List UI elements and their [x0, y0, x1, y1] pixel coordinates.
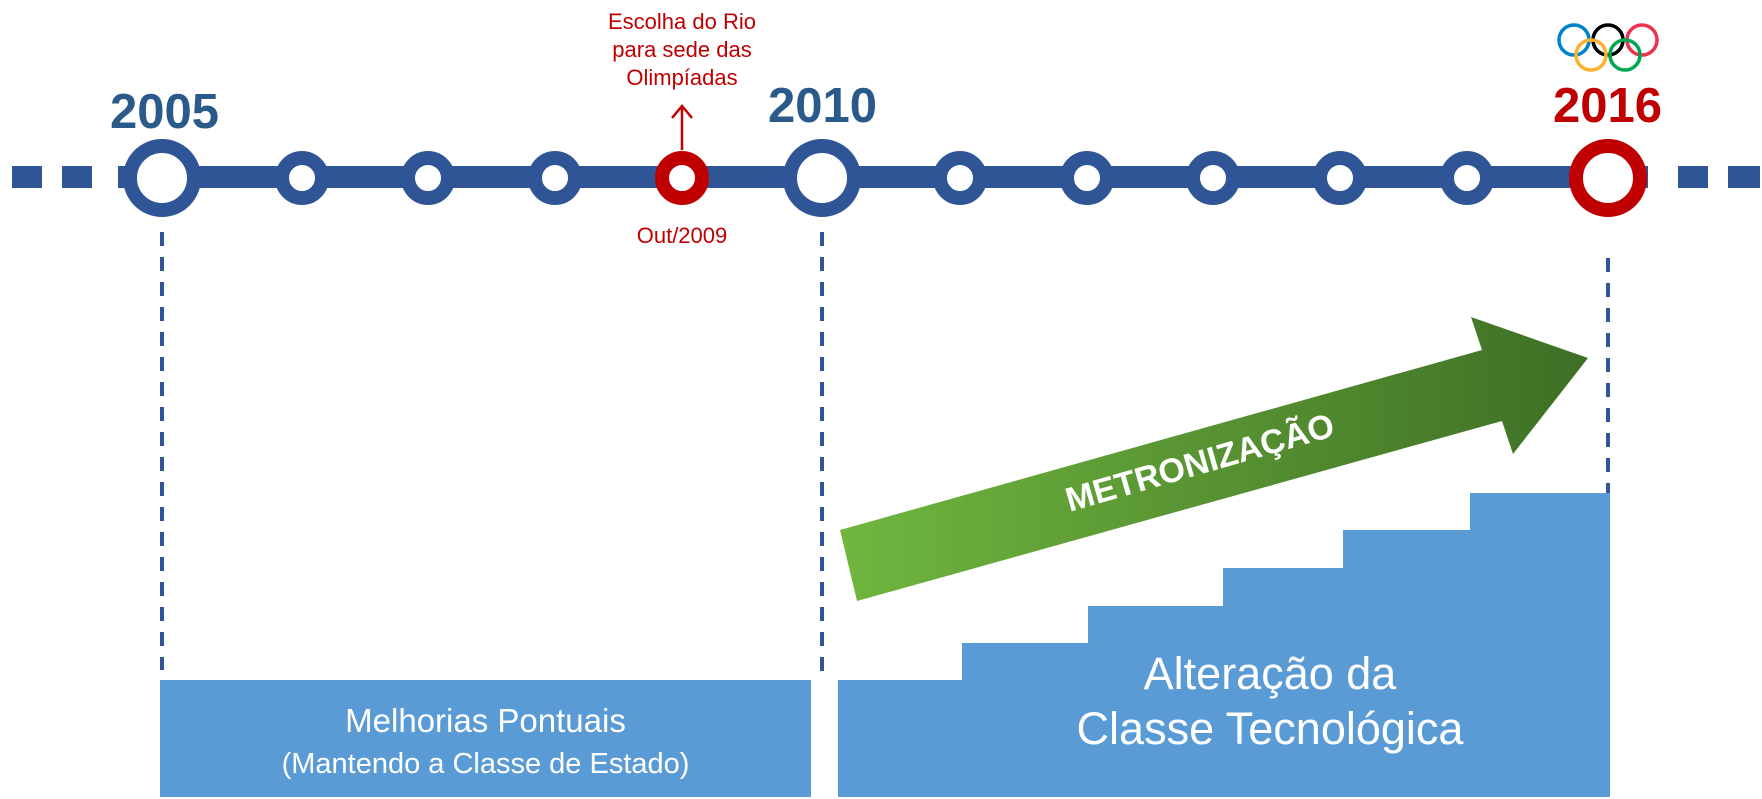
- year-label-middle: 2010: [768, 79, 878, 133]
- marker-2012: [1060, 151, 1114, 205]
- timeline-dash-right-2: [1728, 166, 1760, 188]
- year-label-end: 2016: [1553, 79, 1663, 133]
- timeline-dash-right-1: [1678, 166, 1708, 188]
- marker-oct-2009: [655, 151, 709, 205]
- milestone-2005: [123, 139, 201, 217]
- milestone-2010: [783, 139, 861, 217]
- phase-second-steps: [838, 493, 1610, 797]
- marker-2007: [401, 151, 455, 205]
- up-arrow-icon: [671, 104, 693, 150]
- marker-2015: [1440, 151, 1494, 205]
- timeline-bar: [118, 166, 1648, 188]
- marker-2011: [933, 151, 987, 205]
- event-caption: Escolha do Rio para sede das Olimpíadas: [608, 9, 756, 90]
- timeline-dash-left-2: [62, 166, 92, 188]
- phase-first-title: Melhorias Pontuais: [345, 702, 626, 739]
- marker-2014: [1313, 151, 1367, 205]
- milestone-2016: [1569, 139, 1647, 217]
- metronizacao-arrow: [840, 317, 1588, 601]
- phase-first-subtitle: (Mantendo a Classe de Estado): [281, 748, 690, 780]
- phase-first-box: [160, 680, 811, 797]
- phase-second-title-line1: Alteração da: [1143, 648, 1397, 699]
- marker-2008: [528, 151, 582, 205]
- olympic-rings-icon: [1557, 23, 1659, 72]
- timeline-dash-left-1: [12, 166, 42, 188]
- marker-2006: [275, 151, 329, 205]
- phase-second-title-line2: Classe Tecnológica: [1076, 703, 1464, 754]
- marker-2013: [1186, 151, 1240, 205]
- event-date: Out/2009: [636, 223, 728, 248]
- year-label-start: 2005: [110, 85, 220, 139]
